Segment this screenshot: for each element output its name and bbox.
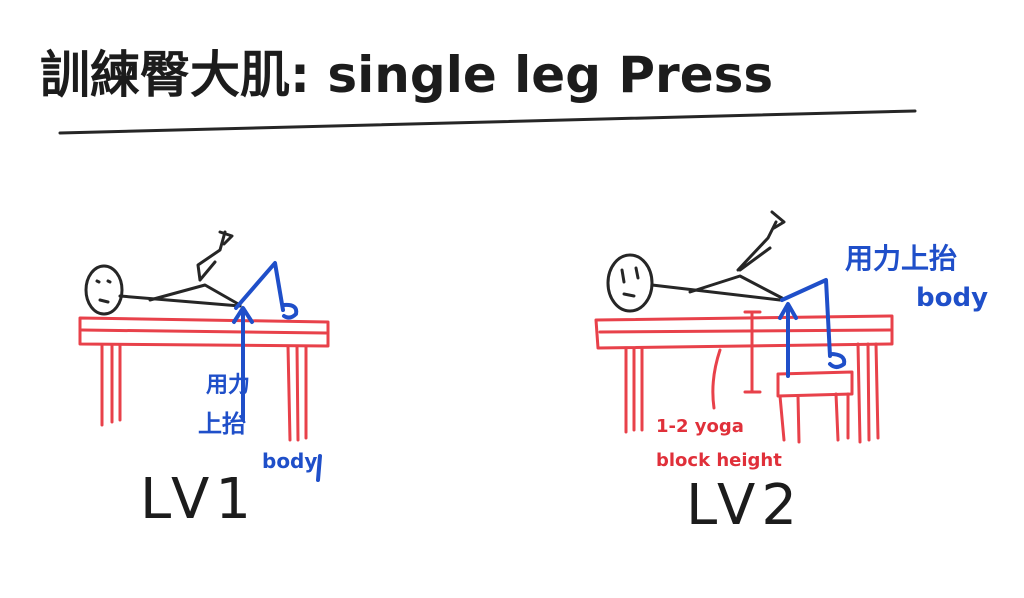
lv2-label: LV2 — [686, 473, 803, 538]
head — [606, 253, 654, 313]
page-title: 訓練臀大肌: single leg Press — [40, 46, 773, 104]
lv2-yoga-block — [711, 310, 854, 444]
lv2-note-line2: body — [916, 283, 988, 313]
lv1-note-line2: 上抬 — [198, 410, 246, 438]
lv1-label: LV1 — [140, 467, 257, 532]
lv2-note-line1: 用力上抬 — [845, 242, 957, 275]
lv2-table — [594, 314, 894, 444]
lv1-table — [78, 316, 330, 442]
lv1-push-arrow: 用力 上抬 body — [198, 261, 322, 482]
lv1-illustration: 用力 上抬 body LV1 — [78, 230, 330, 532]
lv2-stick-figure — [606, 210, 786, 313]
lv1-stick-figure — [84, 230, 242, 316]
lv1-note-line1: 用力 — [206, 373, 250, 398]
lv2-block-note-line1: 1-2 yoga — [656, 416, 744, 437]
lv2-push-arrow: 用力上抬 body — [778, 242, 988, 378]
title-underline — [58, 109, 917, 135]
lv2-block-note-line2: block height — [656, 450, 782, 471]
lv2-illustration: 用力上抬 body 1-2 yoga block height LV2 — [594, 210, 988, 538]
head — [84, 264, 124, 316]
lv1-note-line3: body — [262, 449, 317, 473]
